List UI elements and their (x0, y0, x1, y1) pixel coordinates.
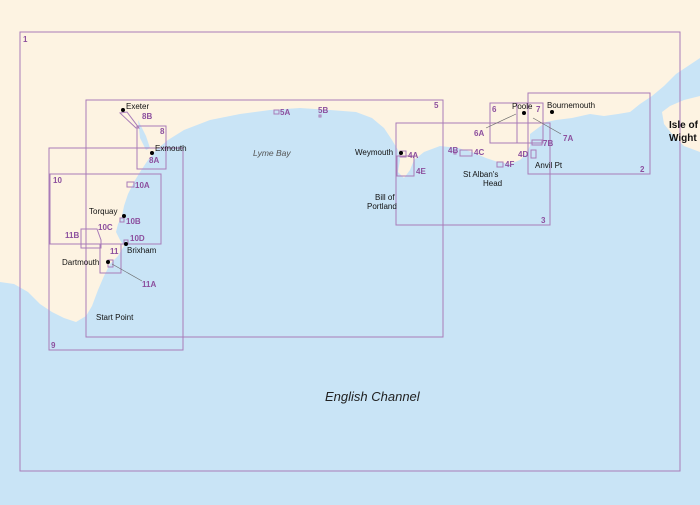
chart-8B-label[interactable]: 8B (142, 112, 152, 121)
chart-4E-label[interactable]: 4E (416, 167, 426, 176)
bournemouth-dot (550, 110, 554, 114)
dartmouth-dot (106, 260, 110, 264)
chart-4F-label[interactable]: 4F (505, 160, 514, 169)
chart-5-outline[interactable] (85, 99, 444, 338)
chart-7B-outline[interactable] (531, 139, 543, 146)
chart-7-outline[interactable] (516, 102, 544, 144)
chart-8-outline[interactable] (136, 125, 167, 170)
chart-9-outline[interactable] (48, 147, 184, 351)
label-exeter: Exeter (126, 102, 149, 111)
chart-7-label[interactable]: 7 (536, 105, 541, 114)
leader-line-6A (485, 113, 517, 129)
exeter-dot (121, 108, 125, 112)
poole-dot (522, 111, 526, 115)
chart-10D-label[interactable]: 10D (130, 234, 145, 243)
label-st-albans-2: Head (483, 179, 502, 188)
chart-4C-label[interactable]: 4C (474, 148, 484, 157)
label-torquay: Torquay (89, 207, 117, 216)
torquay-dot (122, 214, 126, 218)
chart-11B-outline[interactable] (80, 228, 102, 249)
chart-10A-label[interactable]: 10A (135, 181, 150, 190)
chart-6A-label[interactable]: 6A (474, 129, 484, 138)
label-bill-of-portland-1: Bill of (375, 193, 395, 202)
chart-10-label[interactable]: 10 (53, 176, 62, 185)
label-lyme-bay: Lyme Bay (253, 148, 291, 158)
chart-4B-outline[interactable] (453, 151, 457, 155)
chart-8B-outline[interactable] (118, 111, 140, 129)
exmouth-dot (150, 151, 154, 155)
label-poole: Poole (512, 102, 533, 111)
chart-9-label[interactable]: 9 (51, 341, 56, 350)
chart-10C-label[interactable]: 10C (98, 223, 113, 232)
chart-5A-label[interactable]: 5A (280, 108, 290, 117)
label-english-channel: English Channel (325, 389, 421, 404)
chart-4D-label[interactable]: 4D (518, 150, 528, 159)
chart-11A-label[interactable]: 11A (142, 280, 156, 289)
chart-2-label[interactable]: 2 (640, 165, 645, 174)
label-st-albans-1: St Alban's (463, 170, 498, 179)
chart-5-label[interactable]: 5 (434, 101, 439, 110)
label-brixham: Brixham (127, 246, 157, 255)
chart-4A-label[interactable]: 4A (408, 151, 418, 160)
mainland-coast (0, 0, 700, 322)
chart-7A-label[interactable]: 7A (563, 134, 573, 143)
brixham-dot (124, 242, 128, 246)
exe-estuary (138, 120, 150, 150)
label-dartmouth: Dartmouth (62, 258, 99, 267)
chart-6-label[interactable]: 6 (492, 105, 497, 114)
chart-3-label[interactable]: 3 (541, 216, 546, 225)
label-weymouth: Weymouth (355, 148, 393, 157)
leader-line-7A (532, 117, 562, 135)
chart-10B-label[interactable]: 10B (126, 217, 141, 226)
label-isle-of-wight-2: Wight (669, 133, 697, 144)
chart-4C-outline[interactable] (459, 149, 473, 157)
chart-11-label[interactable]: 11 (110, 247, 119, 256)
chart-4B-label[interactable]: 4B (448, 146, 458, 155)
label-anvil-pt: Anvil Pt (535, 161, 563, 170)
isle-of-wight (662, 96, 700, 152)
chart-5A-outline[interactable] (273, 109, 280, 115)
label-exmouth: Exmouth (155, 144, 187, 153)
chart-2-outline[interactable] (527, 92, 651, 175)
chart-1-outline[interactable] (19, 31, 681, 472)
leader-line-11A (111, 263, 143, 282)
chart-10B-outline[interactable] (119, 217, 125, 223)
label-bill-of-portland-2: Portland (367, 202, 397, 211)
chart-10A-outline[interactable] (126, 181, 135, 188)
chart-8A-label[interactable]: 8A (149, 156, 159, 165)
chart-4D-outline[interactable] (530, 149, 537, 159)
chart-5B-label[interactable]: 5B (318, 106, 328, 115)
chart-1-label[interactable]: 1 (23, 35, 28, 44)
weymouth-dot (399, 151, 403, 155)
chart-4F-outline[interactable] (496, 161, 504, 168)
chart-11-outline[interactable] (99, 243, 122, 274)
chart-7B-label[interactable]: 7B (543, 139, 553, 148)
chart-5B-outline[interactable] (318, 114, 322, 118)
chart-8-label[interactable]: 8 (160, 127, 165, 136)
chart-11B-label[interactable]: 11B (65, 231, 79, 240)
label-isle-of-wight-1: Isle of (669, 120, 699, 131)
label-bournemouth: Bournemouth (547, 101, 595, 110)
label-start-point: Start Point (96, 313, 134, 322)
